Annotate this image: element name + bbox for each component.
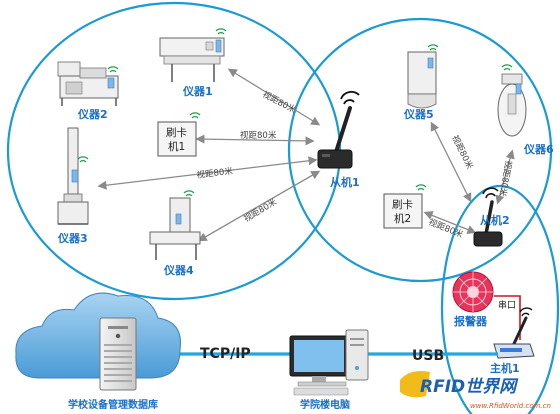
wifi-icon xyxy=(427,44,439,51)
serial-port-label: 串口 xyxy=(498,300,516,311)
distance-arrows-group2 xyxy=(423,121,515,234)
distance-label: 视距80米 xyxy=(240,130,277,141)
signal-icon xyxy=(340,90,360,105)
database-label: 学校设备管理数据库 xyxy=(68,398,158,411)
coverage-ring-slave2 xyxy=(287,17,553,283)
alarm-device xyxy=(452,271,494,313)
wifi-icon xyxy=(107,66,119,73)
tcpip-label: TCP/IP xyxy=(200,346,251,362)
instrument6-label: 仪器6 xyxy=(523,143,554,156)
master1-device xyxy=(493,307,535,359)
distance-label: 视距80米 xyxy=(261,89,299,116)
card-reader1-label-line1: 刷卡 xyxy=(166,126,187,139)
distance-arrow-cardreader2 xyxy=(423,211,477,234)
card-reader2-device xyxy=(383,184,427,229)
distance-arrow-instrument6 xyxy=(495,149,515,205)
distance-labels-group1: 视距80米 视距80米 视距80米 视距80米 xyxy=(196,89,298,225)
signal-icon xyxy=(519,307,533,317)
instrument6-device xyxy=(497,64,527,137)
database-server xyxy=(15,292,182,391)
signal-icon xyxy=(482,187,499,199)
distance-arrow-instrument5 xyxy=(430,121,472,203)
distance-arrow-instrument1 xyxy=(227,68,321,126)
watermark-brand: RFID世界网 xyxy=(420,377,519,397)
instrument3-label: 仪器3 xyxy=(57,232,88,245)
wifi-icon xyxy=(415,184,427,191)
instrument1-device xyxy=(159,28,227,82)
distance-label: 视距80米 xyxy=(242,196,279,224)
distance-label: 视距80米 xyxy=(196,166,234,181)
instrument3-device xyxy=(57,127,89,225)
instrument5-device xyxy=(407,44,439,109)
card-reader2-label-line2: 机2 xyxy=(394,212,411,225)
card-reader1-device xyxy=(157,112,201,157)
instrument2-label: 仪器2 xyxy=(77,108,108,121)
building-pc-label: 学院楼电脑 xyxy=(300,398,350,411)
wifi-icon xyxy=(215,28,227,35)
distance-arrow-instrument4 xyxy=(197,170,321,242)
instrument4-device xyxy=(149,190,201,260)
distance-arrow-cardreader1 xyxy=(195,134,315,146)
instrument5-label: 仪器5 xyxy=(403,108,434,121)
instrument1-label: 仪器1 xyxy=(182,85,213,98)
serial-port-line xyxy=(494,295,521,340)
slave1-label: 从机1 xyxy=(330,175,360,189)
distance-arrows-group1 xyxy=(97,68,321,242)
wifi-icon xyxy=(183,190,195,197)
wifi-icon xyxy=(77,156,89,163)
master1-label: 主机1 xyxy=(490,361,520,375)
wifi-icon xyxy=(189,112,201,119)
usb-label: USB xyxy=(412,348,444,364)
slave2-label: 从机2 xyxy=(480,213,510,227)
slave1-device xyxy=(317,90,360,169)
slave2-device xyxy=(473,187,503,247)
watermark: RFID世界网 www.RfidWorld.com.cn xyxy=(400,371,551,410)
watermark-url: www.RfidWorld.com.cn xyxy=(470,402,551,410)
alarm-label: 报警器 xyxy=(454,314,488,328)
building-pc xyxy=(289,329,369,396)
wifi-icon xyxy=(501,64,513,71)
distance-label: 视距80米 xyxy=(497,159,514,197)
instrument2-device xyxy=(57,61,119,106)
card-reader2-label-line1: 刷卡 xyxy=(392,198,413,211)
instrument4-label: 仪器4 xyxy=(163,264,194,277)
card-reader1-label-line2: 机1 xyxy=(168,140,185,153)
